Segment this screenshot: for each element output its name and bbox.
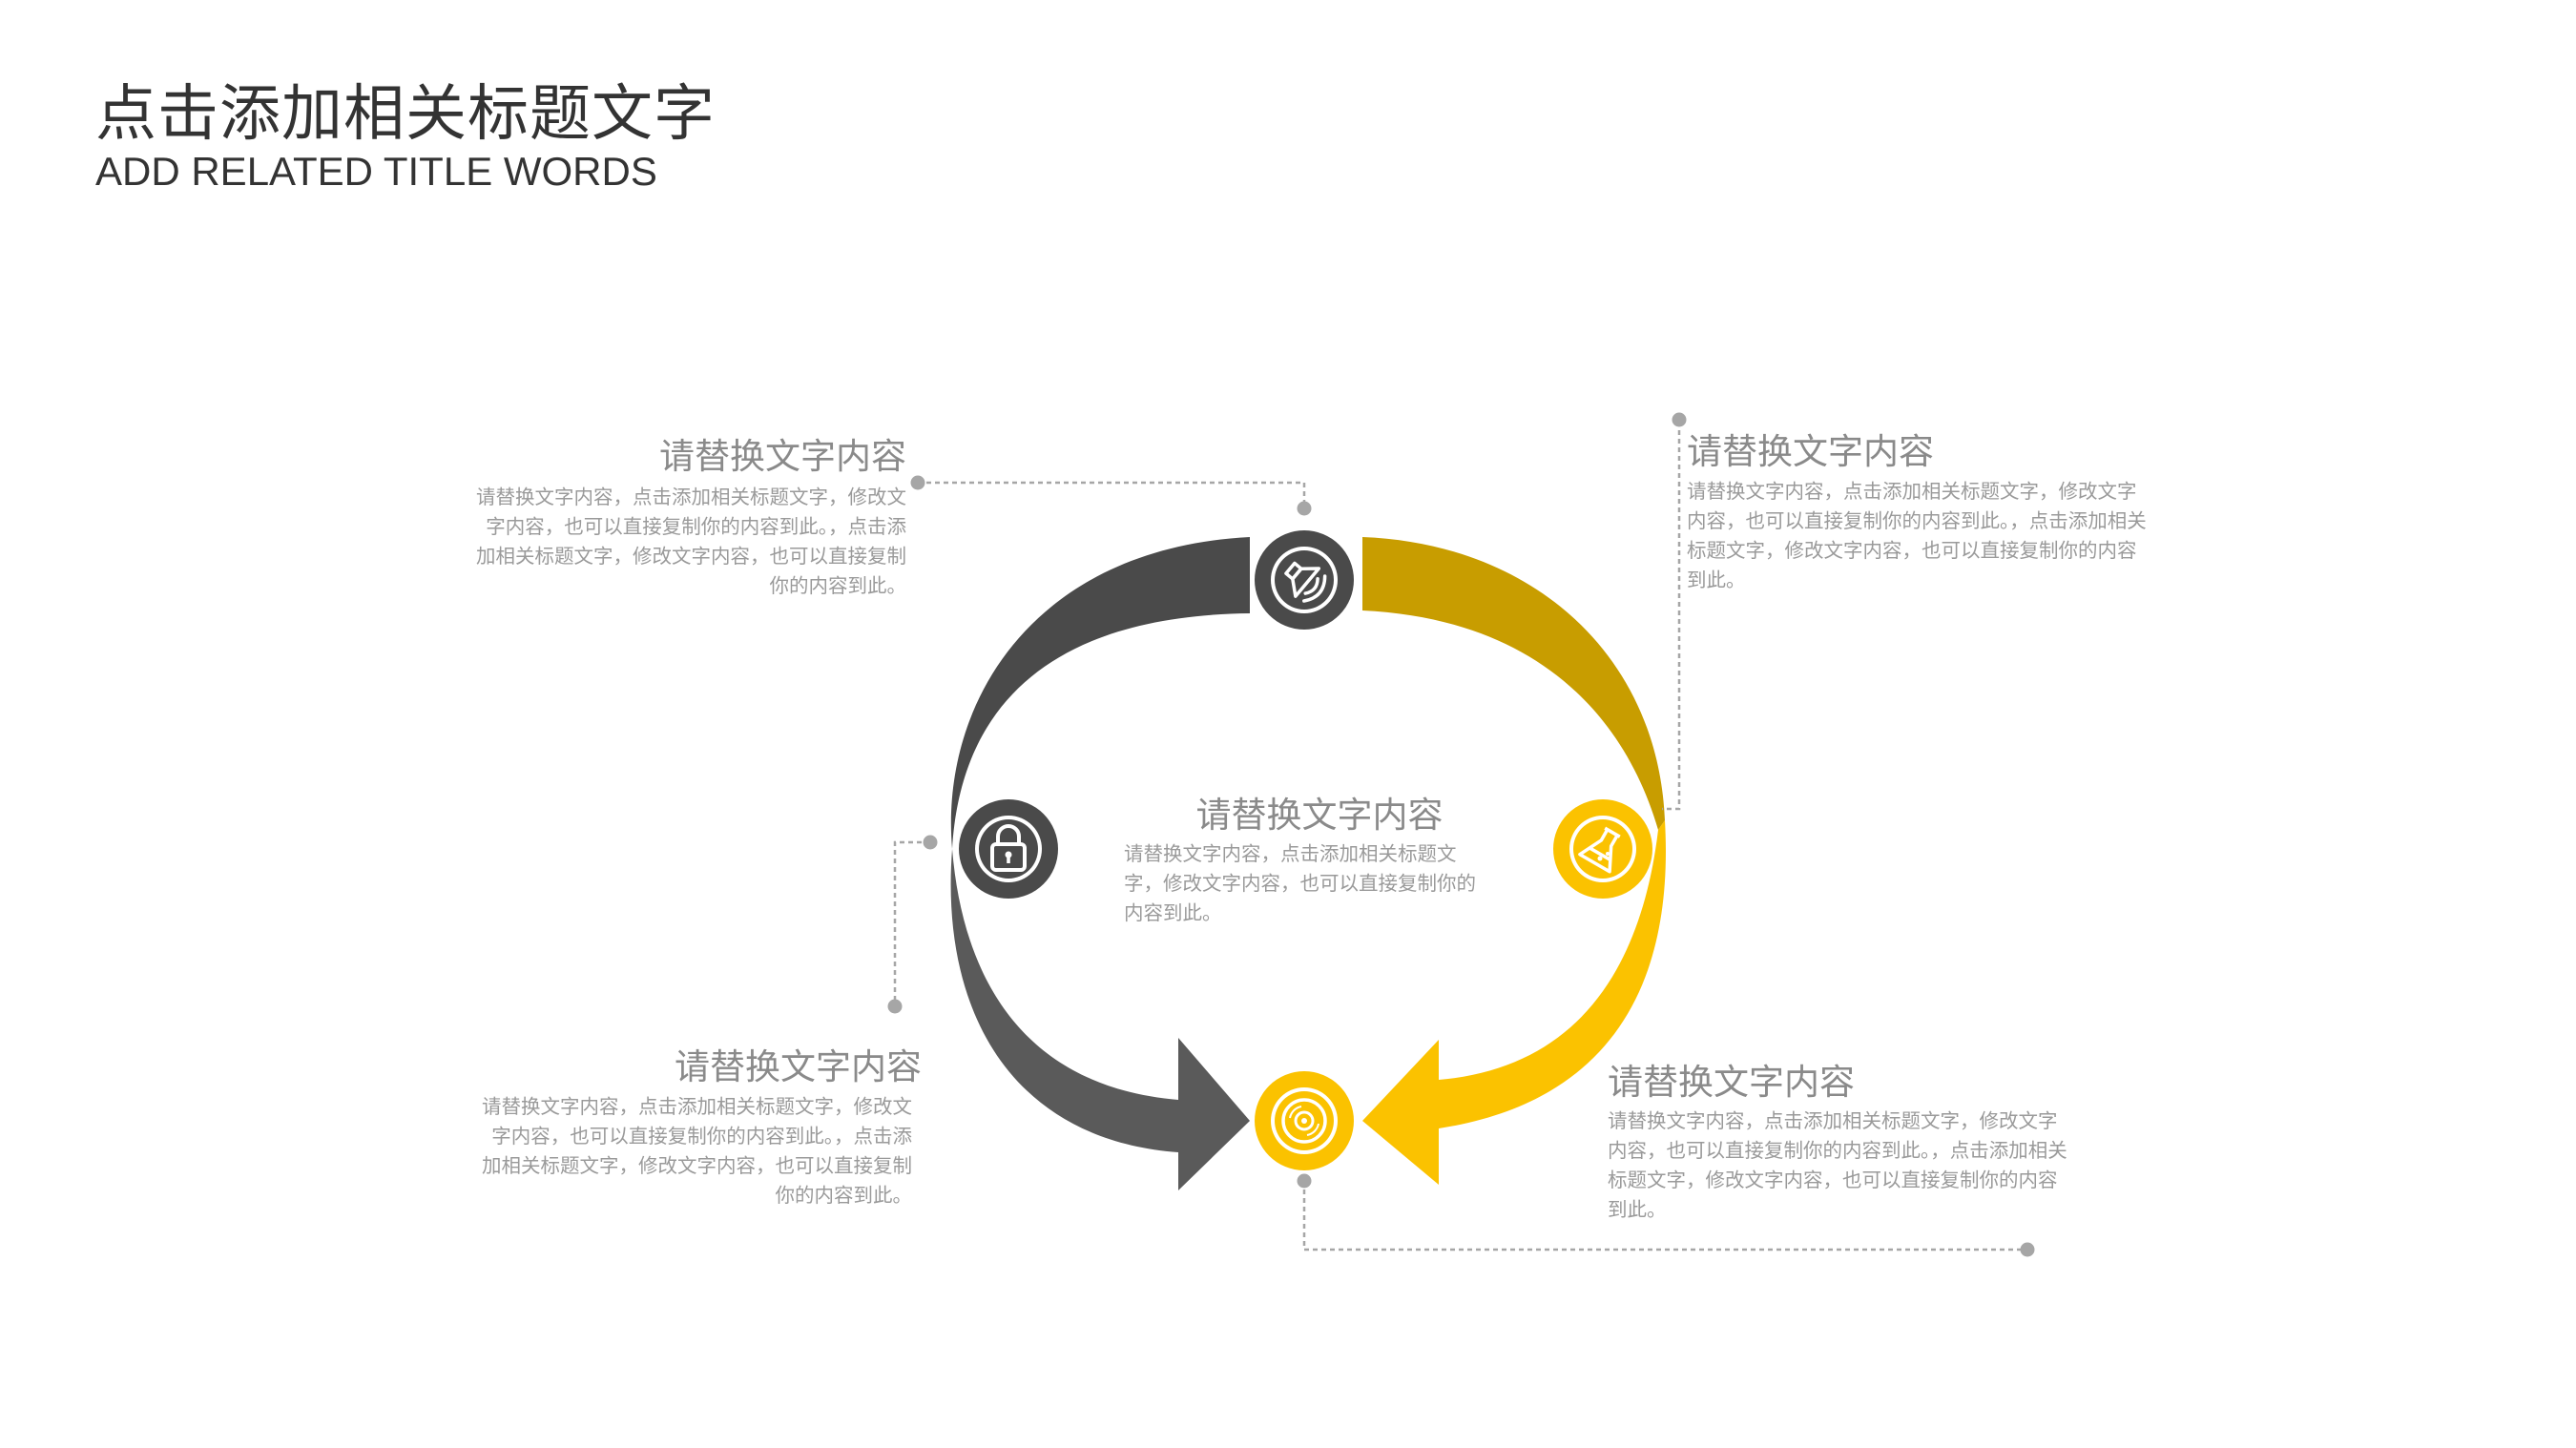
speaker-icon xyxy=(1255,530,1354,630)
connector-top-right xyxy=(1662,422,1681,811)
heading-bottom-left: 请替换文字内容 xyxy=(675,1046,922,1087)
arc-bottom-left xyxy=(950,849,1250,1190)
page-subtitle: ADD RELATED TITLE WORDS xyxy=(95,149,657,194)
connector-left xyxy=(893,840,930,1006)
body-top-left: 请替换文字内容，点击添加相关标题文字，修改文字内容，也可以直接复制你的内容到此。… xyxy=(476,486,906,597)
body-center: 请替换文字内容，点击添加相关标题文字，修改文字内容，也可以直接复制你的内容到此。 xyxy=(1124,842,1476,924)
heading-top-right: 请替换文字内容 xyxy=(1687,431,1934,472)
connector-top-left xyxy=(918,481,1306,508)
connector-bottom-right xyxy=(1302,1181,2027,1251)
disc-icon xyxy=(1255,1071,1354,1170)
heading-center: 请替换文字内容 xyxy=(1195,795,1444,836)
arc-bottom-right xyxy=(1362,820,1666,1185)
heading-bottom-right: 请替换文字内容 xyxy=(1608,1062,1855,1103)
lock-icon xyxy=(959,799,1058,899)
arc-top-right xyxy=(1362,537,1665,830)
body-top-right: 请替换文字内容，点击添加相关标题文字，修改文字内容，也可以直接复制你的内容到此。… xyxy=(1687,480,2147,591)
heading-top-left: 请替换文字内容 xyxy=(659,436,906,477)
page-title: 点击添加相关标题文字 xyxy=(95,79,716,150)
body-bottom-left: 请替换文字内容，点击添加相关标题文字，修改文字内容，也可以直接复制你的内容到此。… xyxy=(482,1095,912,1207)
arc-top-left xyxy=(950,537,1250,849)
flask-icon xyxy=(1553,799,1652,899)
body-bottom-right: 请替换文字内容，点击添加相关标题文字，修改文字内容，也可以直接复制你的内容到此。… xyxy=(1608,1109,2067,1221)
